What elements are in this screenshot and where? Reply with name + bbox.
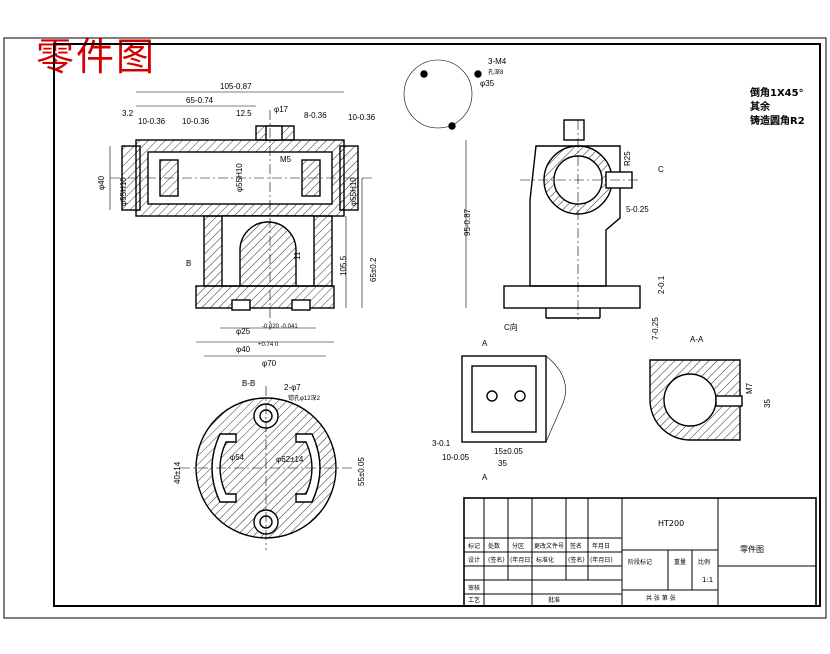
side-dim-7: 7-0.25 [651,317,660,340]
side-dim-2: 2-0.1 [657,275,666,294]
front-view-dims: 105-0.87 65-0.74 φ17 8-0.36 10-0.36 10-0… [97,82,378,368]
technical-notes: 倒角1X45° 其余 铸造圆角R2 [749,86,805,127]
tb-header-0: 标记 [468,542,480,550]
dim-dia-40b: φ40 [236,345,251,354]
title-material: HT200 [658,519,684,528]
side-height-95: 95-0.87 [463,208,472,236]
title-block-text: HT200 零件图 1:1 标记 处数 分区 更改文件号 签名 年月日 设计 (… [468,519,764,604]
tb-header-1: 处数 [488,542,500,550]
aa-view [649,359,743,441]
c-view-mark-a-top: A [482,339,488,348]
tb-weight-label: 重量 [674,558,686,566]
dim-slot-8: 8-0.36 [304,111,327,120]
aa-view-dims: A-A M7 35 [690,335,772,408]
dim-bore-55: φ55H10 [235,163,244,192]
dim-height-65: 65±0.2 [369,257,378,282]
tb-design-2: (年月日) [510,556,533,564]
side-holes-depth: 孔深8 [488,68,504,76]
c-view [461,355,566,443]
dim-dia-25: φ25 [236,327,251,336]
tb-approve: 批准 [548,596,560,604]
tb-design-4: (签名) [568,556,585,564]
dim-dia-70: φ70 [262,359,277,368]
dim-right-10: 10-0.36 [348,113,376,122]
side-view [403,59,641,320]
tb-stage-label: 阶段标记 [628,558,652,566]
dim-hole-17: φ17 [274,105,289,114]
dim-dia-40: φ40 [97,175,106,190]
bb-dia-62: φ62±14 [276,455,304,464]
thread-m5: M5 [280,155,292,164]
dim-overall-length: 105-0.87 [220,82,252,91]
title-part-name: 零件图 [740,544,764,554]
bb-view [180,386,352,550]
c-view-dim-35: 35 [498,459,507,468]
tb-process: 工艺 [468,596,480,604]
tb-sheets: 共 张 第 张 [646,594,676,602]
c-view-label: C向 [504,322,518,332]
dim-left-10b: 10-0.36 [182,117,210,126]
dim-height-105: 105.5 [339,255,348,276]
bb-dim-55: 55±0.05 [357,457,366,486]
tb-scale-label: 比例 [698,558,710,566]
c-view-dims: C向 A A 3-0.1 10-0.05 15±0.05 35 [432,322,523,482]
tb-design-3: 标准化 [536,556,554,564]
outer-border [3,37,827,619]
bb-view-dims: B-B 2-φ7 锪孔φ12深2 φ54 φ62±14 55±0.05 40±1… [173,379,366,486]
bb-holes: 2-φ7 [284,383,301,392]
c-view-mark-a-bottom: A [482,473,488,482]
side-arrow-c: C [658,165,664,174]
c-view-dim-3: 3-0.1 [432,439,451,448]
side-r25: R25 [623,151,632,166]
dim-left-10a: 10-0.36 [138,117,166,126]
inner-frame [53,43,821,607]
tb-design-1: (签名) [488,556,505,564]
tb-header-5: 年月日 [592,542,610,550]
dim-bore-right: φ55H10 [349,177,358,206]
tb-header-3: 更改文件号 [534,542,564,550]
dim-bore-left: φ55H10 [119,177,128,206]
side-view-dims: 3-M4 孔深8 φ35 95-0.87 R25 C 5-0.25 2-0.1 … [463,57,666,340]
aa-view-label: A-A [690,335,704,344]
section-mark-b: B [186,259,191,268]
note-rest: 其余 [750,100,771,113]
tb-check: 审核 [468,584,480,592]
dim-half-length: 65-0.74 [186,96,214,105]
title-scale: 1:1 [702,576,713,584]
tb-header-4: 签名 [570,542,582,550]
aa-dim-m7: M7 [745,382,754,394]
bb-dim-40: 40±14 [173,461,182,484]
dim-dia-40b-tol: +0.74 0 [258,342,279,348]
tb-design-5: (年月日) [590,556,613,564]
roughness-125: 12.5 [236,109,252,118]
roughness-32: 3.2 [122,109,134,118]
title-block [463,497,817,607]
side-holes: 3-M4 [488,57,507,66]
side-dim-5: 5-0.25 [626,205,649,214]
side-dia-35: φ35 [480,79,495,88]
note-chamfer: 倒角1X45° [749,86,804,99]
bb-holes-note: 锪孔φ12深2 [288,394,321,402]
tb-design-0: 设计 [468,556,480,564]
front-view [109,91,372,357]
aa-dim-35: 35 [763,399,772,408]
dim-r11: 11 [293,251,302,260]
bb-view-label: B-B [242,379,255,388]
c-view-dim-10: 10-0.05 [442,453,470,462]
c-view-dim-15: 15±0.05 [494,447,523,456]
note-fillet: 铸造圆角R2 [750,114,805,127]
bb-dia-54: φ54 [230,453,245,462]
tb-header-2: 分区 [512,542,524,550]
dim-dia-25-tol: -0.020 -0.041 [262,324,298,330]
